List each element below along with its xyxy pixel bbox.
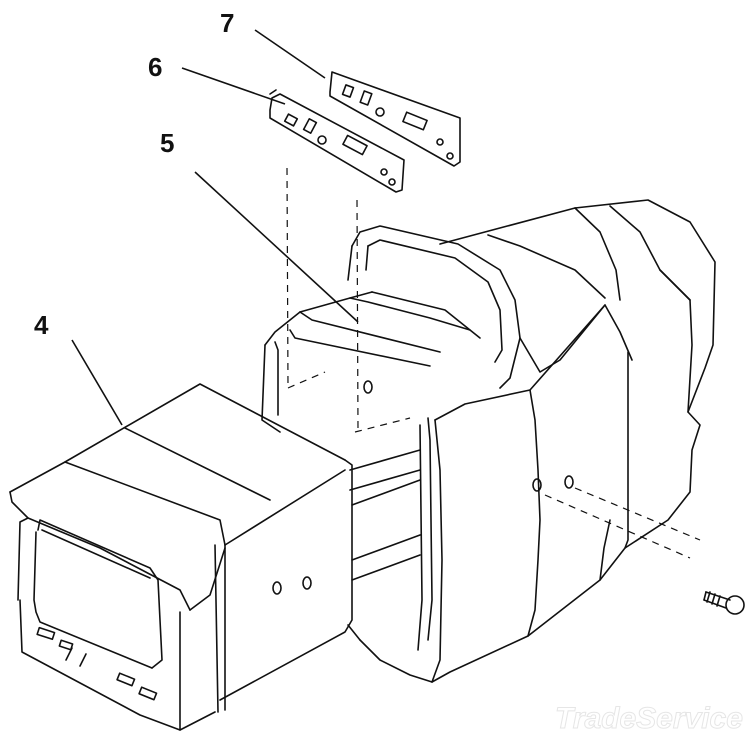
callout-7: 7 bbox=[220, 8, 234, 38]
frame-opening bbox=[261, 291, 481, 651]
leader-line-5 bbox=[194, 171, 359, 323]
circuit-board-6 bbox=[269, 89, 405, 193]
circuit-board-7 bbox=[329, 71, 461, 167]
connecting-tube bbox=[351, 479, 421, 581]
callout-4: 4 bbox=[34, 310, 49, 340]
front-monitor bbox=[9, 383, 353, 731]
assembly-lines bbox=[286, 167, 701, 559]
leader-lines bbox=[71, 29, 359, 426]
callout-5: 5 bbox=[160, 128, 174, 158]
leader-line-6 bbox=[181, 67, 286, 105]
rear-housing bbox=[347, 199, 716, 683]
watermark: TradeService bbox=[555, 702, 743, 735]
leader-line-7 bbox=[254, 29, 326, 79]
screw bbox=[703, 591, 745, 615]
callout-6: 6 bbox=[148, 52, 162, 82]
leader-line-4 bbox=[71, 339, 123, 426]
